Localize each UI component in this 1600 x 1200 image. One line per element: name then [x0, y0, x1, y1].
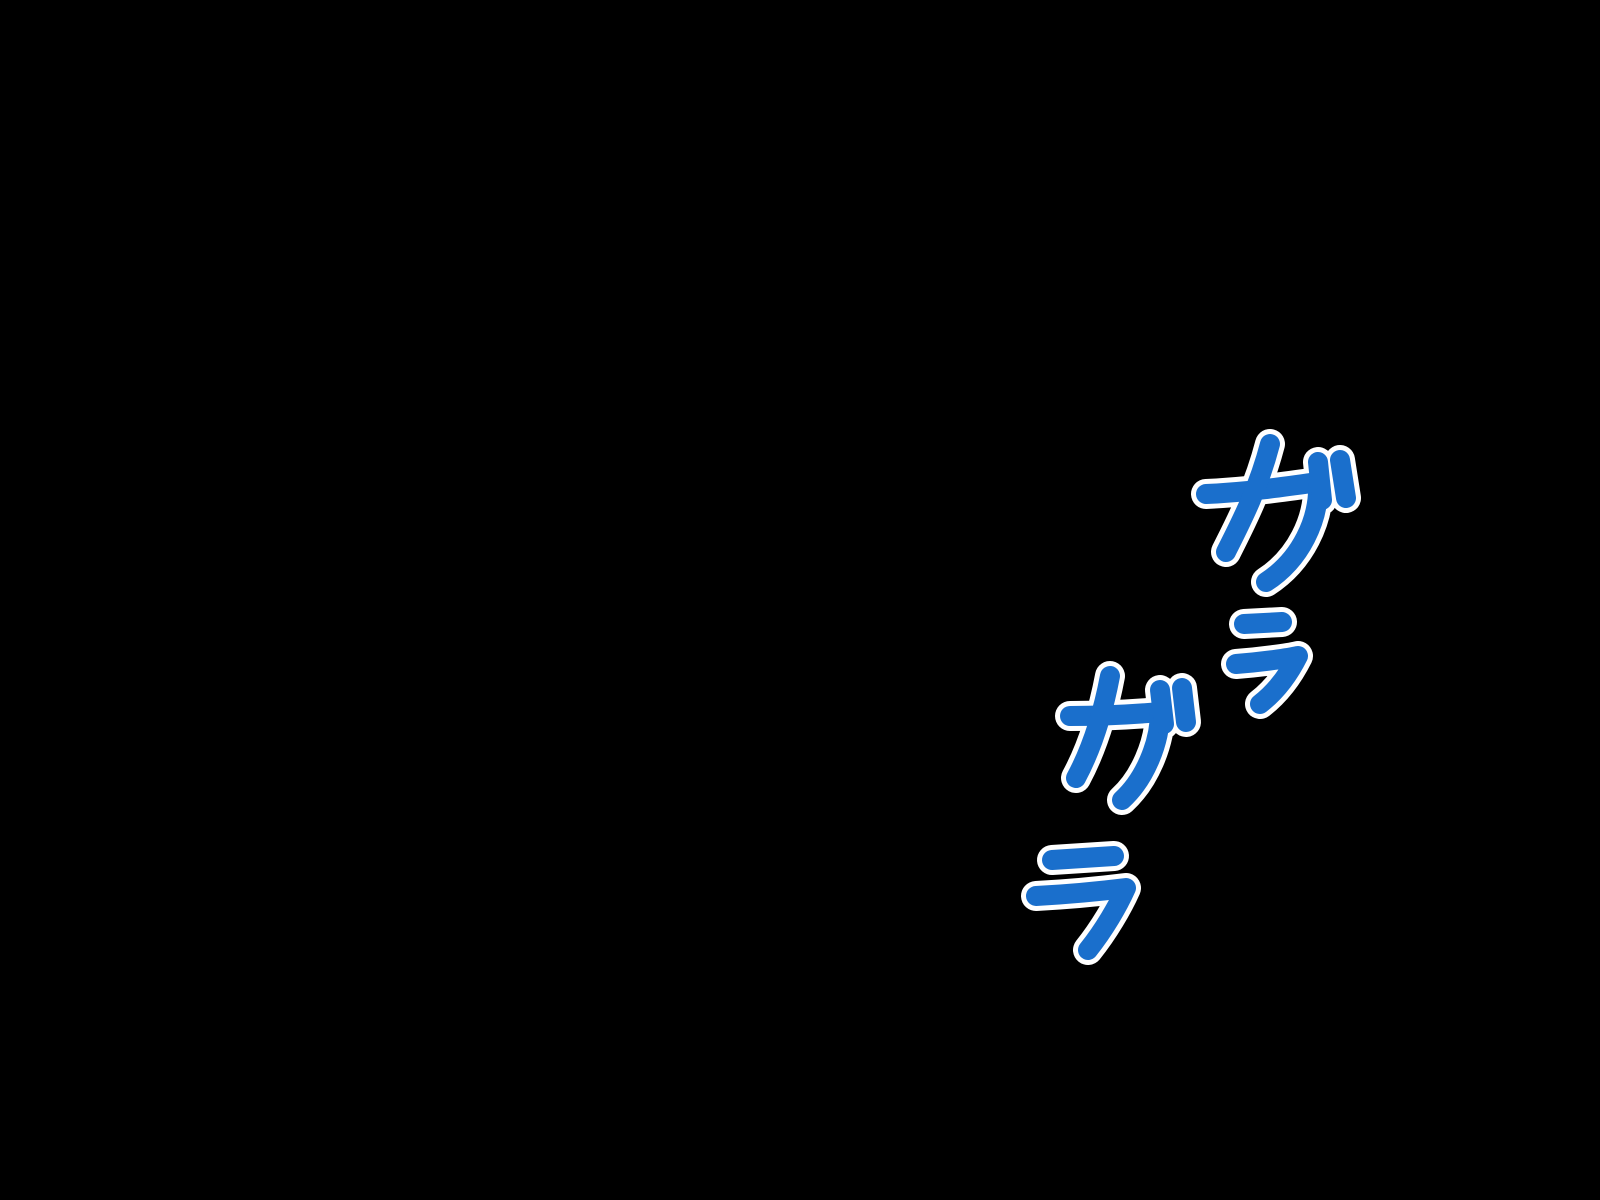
- lower-ga-glyph: [1055, 661, 1201, 815]
- lower-ra-glyph: [1021, 841, 1141, 965]
- upper-ra-glyph: [1221, 607, 1313, 719]
- upper-ga-glyph: [1191, 429, 1361, 597]
